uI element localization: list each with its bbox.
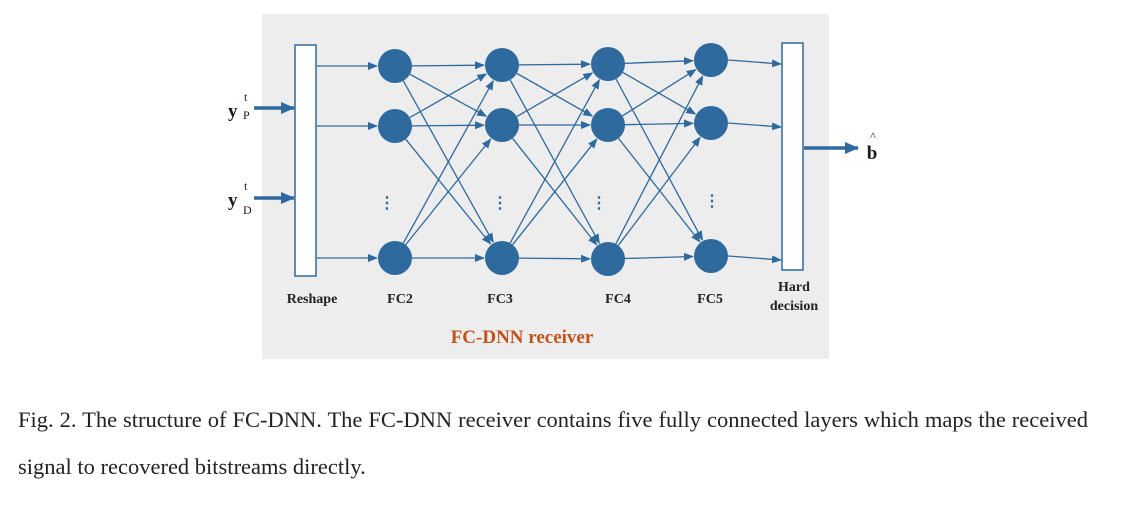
edge-fc2-fc3-1-1 [411, 121, 486, 130]
neuron-fc3-0 [485, 48, 519, 82]
edge-fc2-fc3-0-0 [411, 61, 486, 70]
edge-fc4-fc5-1-2 [617, 137, 701, 243]
neuron-fc4-1 [591, 108, 625, 142]
fc2-ellipsis: ⋮ [379, 195, 395, 212]
layer-label-hard-line2: decision [770, 299, 818, 314]
diagram-title: FC-DNN receiver [451, 327, 594, 348]
edge-fc4-fc5-1-0 [622, 69, 697, 117]
fc-dnn-diagram: y t P y t D b ^ ⋮ ⋮ ⋮ ⋮ Reshape FC2 FC3 … [228, 14, 877, 359]
neuron-fc2-2 [378, 241, 412, 275]
edge-fc3-fc4-2-1 [512, 138, 598, 246]
edge-fc3-fc4-2-2 [518, 254, 592, 263]
edge-fc3-fc4-2-0 [509, 78, 600, 244]
edge-fc5-hard-1 [727, 122, 782, 131]
neuron-fc2-1 [378, 109, 412, 143]
input-yd-superscript: t [244, 179, 248, 193]
fc4-ellipsis: ⋮ [591, 195, 607, 212]
edge-fc4-fc5-0-0 [624, 57, 695, 66]
layer-label-fc5: FC5 [697, 292, 723, 307]
neuron-fc3-2 [485, 241, 519, 275]
edge-fc4-fc5-2-0 [615, 75, 704, 245]
neuron-nodes [378, 43, 728, 276]
output-hat: ^ [870, 129, 876, 143]
neuron-fc5-0 [694, 43, 728, 77]
edges [317, 57, 782, 264]
layer-label-fc2: FC2 [387, 292, 413, 307]
layer-label-fc4: FC4 [605, 292, 631, 307]
neuron-fc5-2 [694, 239, 728, 273]
input-yp-subscript: P [243, 108, 250, 122]
neuron-fc4-0 [591, 47, 625, 81]
figure-caption: Fig. 2. The structure of FC-DNN. The FC-… [18, 407, 1088, 479]
edge-fc5-hard-2 [727, 255, 782, 264]
fc3-ellipsis: ⋮ [492, 195, 508, 212]
input-yp-superscript: t [244, 90, 248, 104]
edge-fc2-fc3-2-1 [405, 138, 492, 246]
edge-fc2-fc3-1-0 [409, 73, 488, 119]
edge-fc3-fc4-0-0 [518, 60, 592, 69]
layer-label-reshape: Reshape [287, 292, 338, 307]
edge-fc2-fc3-2-0 [402, 79, 494, 244]
input-yd: y t D [228, 179, 295, 217]
neuron-fc5-1 [694, 106, 728, 140]
edge-fc4-fc5-2-1 [617, 136, 701, 246]
diagram-panel [262, 14, 829, 359]
fc5-ellipsis: ⋮ [704, 193, 720, 210]
input-yp: y t P [228, 90, 295, 122]
reshape-block [294, 44, 317, 277]
layer-label-fc3: FC3 [487, 292, 513, 307]
edge-fc3-fc4-1-0 [516, 72, 594, 118]
edge-fc4-fc5-2-2 [624, 252, 695, 261]
input-yp-symbol: y [228, 101, 238, 122]
neuron-fc4-2 [591, 242, 625, 276]
layer-label-hard-line1: Hard [778, 280, 810, 295]
output-b: b ^ [804, 129, 877, 164]
hard-decision-block [781, 42, 804, 271]
edge-fc5-hard-0 [727, 59, 782, 68]
edge-fc4-fc5-1-1 [624, 119, 695, 128]
input-yd-symbol: y [228, 190, 238, 211]
neuron-fc2-0 [378, 49, 412, 83]
output-symbol: b [867, 143, 878, 164]
input-yd-subscript: D [243, 203, 252, 217]
neuron-fc3-1 [485, 108, 519, 142]
